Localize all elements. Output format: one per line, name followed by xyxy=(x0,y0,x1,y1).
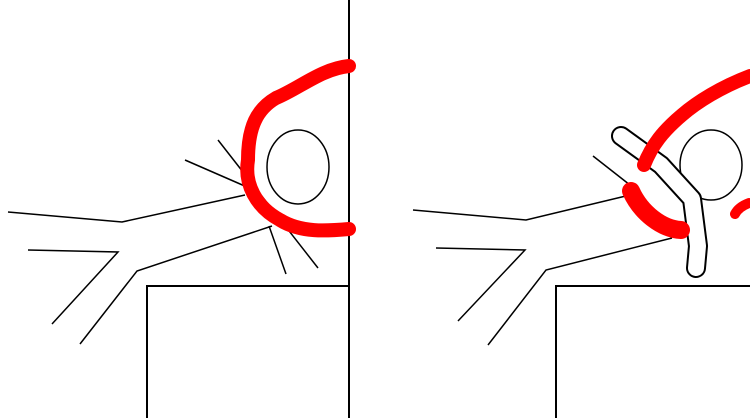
comparison-figure xyxy=(0,0,750,418)
figure-canvas xyxy=(0,0,750,418)
